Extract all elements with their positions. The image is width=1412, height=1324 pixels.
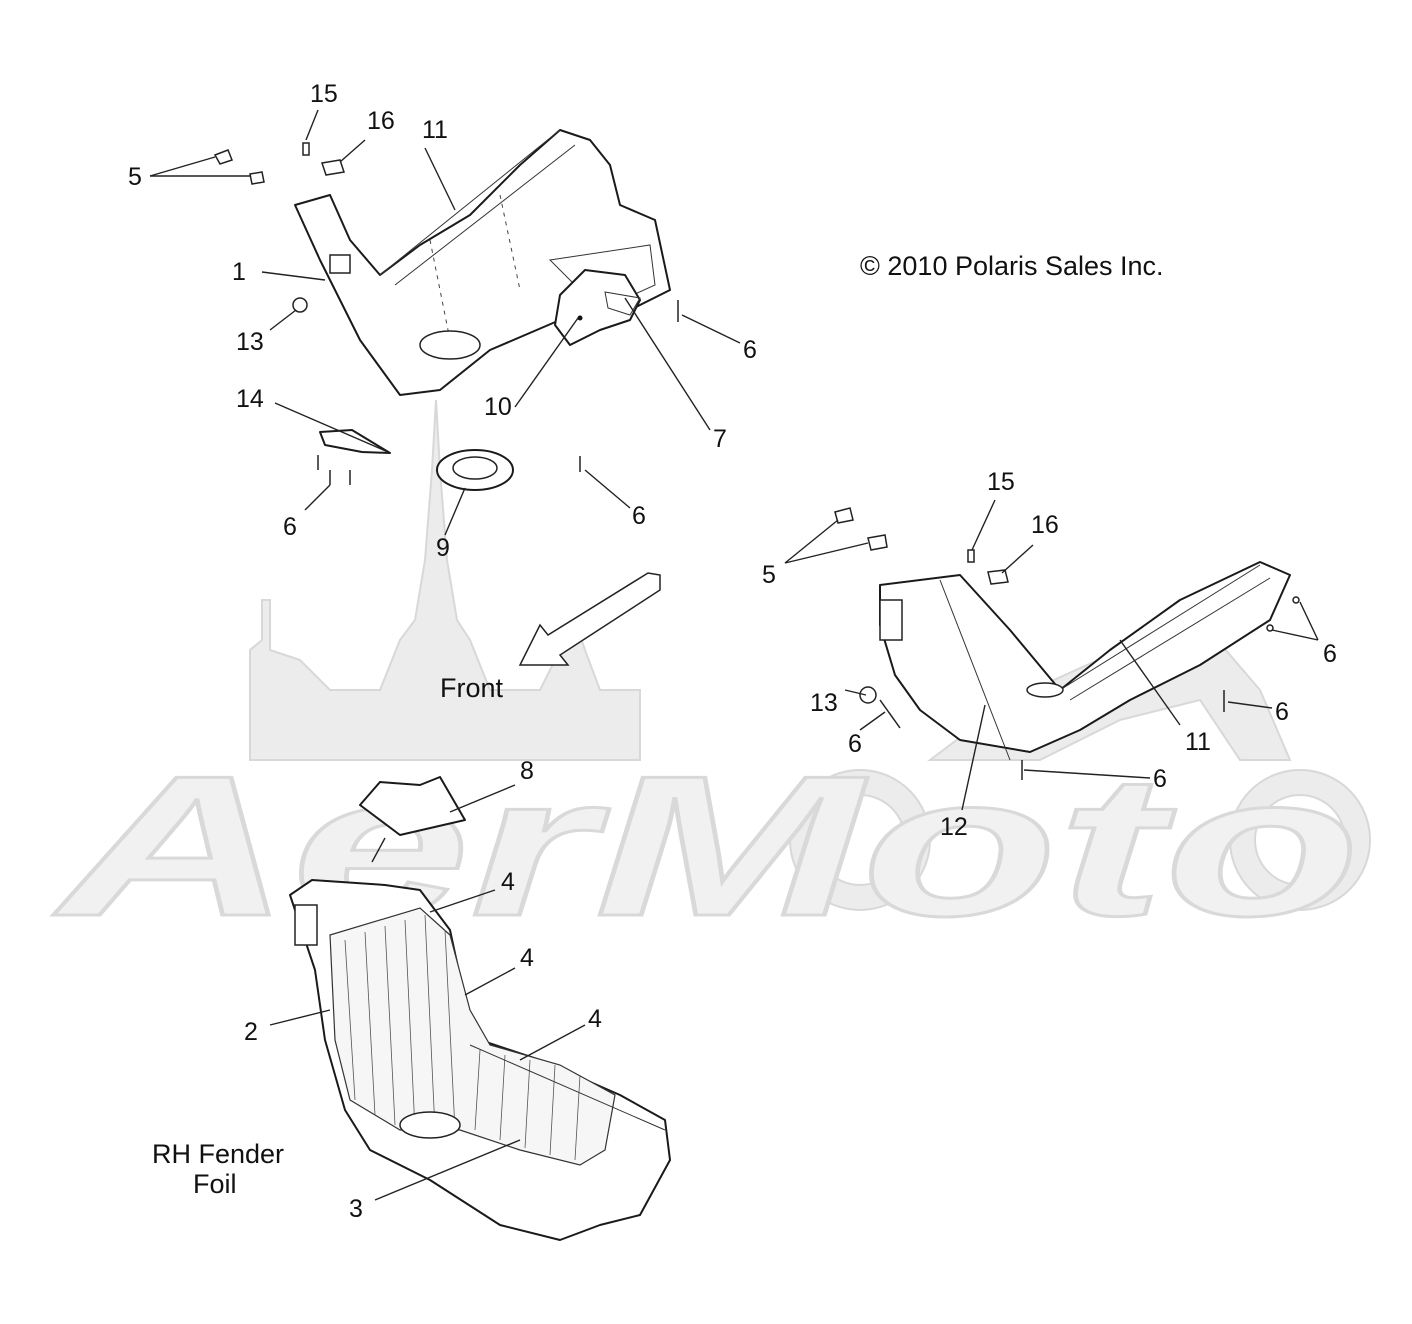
callout-7: 7: [713, 425, 727, 453]
callout-6-f: 6: [848, 730, 862, 758]
callout-11-right: 11: [1185, 728, 1211, 756]
callout-11-top: 11: [422, 116, 448, 144]
callout-6-a: 6: [743, 336, 757, 364]
callout-5-top: 5: [128, 163, 142, 191]
watermark-cathedral-silhouette: [249, 399, 641, 761]
rh-fender-foil-assembly: [289, 879, 671, 1241]
callout-6-d: 6: [1323, 640, 1337, 668]
callout-8: 8: [520, 757, 534, 785]
callout-4-c: 4: [588, 1005, 602, 1033]
foil-part-4: [329, 907, 616, 1166]
callout-15-top: 15: [310, 80, 338, 108]
watermark-text: AerMoto: [52, 735, 1360, 958]
callout-12: 12: [940, 813, 968, 841]
callout-4-b: 4: [520, 944, 534, 972]
copyright-notice: © 2010 Polaris Sales Inc.: [860, 251, 1164, 281]
footwell-part-12: [879, 561, 1291, 753]
callouts: 15 16 11 5 1 13 6 14 10 7 6 6 9 15 16 5 …: [128, 80, 1337, 1223]
callout-13-top: 13: [236, 328, 264, 356]
callout-16-right: 16: [1031, 511, 1059, 539]
callout-13-right: 13: [810, 689, 838, 717]
callout-6-b: 6: [632, 502, 646, 530]
front-direction-arrow: [518, 572, 661, 666]
bracket-part-14: [319, 429, 391, 454]
callout-4-a: 4: [501, 868, 515, 896]
callout-2: 2: [244, 1018, 258, 1046]
callout-3: 3: [349, 1195, 363, 1223]
callout-16-top: 16: [367, 107, 395, 135]
cover-part-7: [554, 269, 641, 346]
fasteners-top-left: [213, 142, 679, 485]
callout-6-g: 6: [1153, 765, 1167, 793]
front-direction-label: Front: [440, 673, 504, 703]
callout-6-c: 6: [283, 513, 297, 541]
callout-14: 14: [236, 385, 264, 413]
footwell-lh-assembly: [294, 129, 671, 396]
assembly-label-line1: RH Fender: [152, 1139, 284, 1169]
callout-9: 9: [436, 534, 450, 562]
callout-15-right: 15: [987, 468, 1015, 496]
footwell-rh-assembly: [879, 561, 1291, 761]
leader-lines: [149, 109, 1319, 1201]
callout-5-right: 5: [762, 561, 776, 589]
assembly-label-line2: Foil: [193, 1169, 237, 1199]
callout-1: 1: [232, 258, 246, 286]
callout-10: 10: [484, 393, 512, 421]
foil-part-8: [359, 776, 466, 836]
fasteners-right: [834, 507, 1300, 780]
footwell-part-1: [294, 129, 671, 396]
callout-6-e: 6: [1275, 698, 1289, 726]
